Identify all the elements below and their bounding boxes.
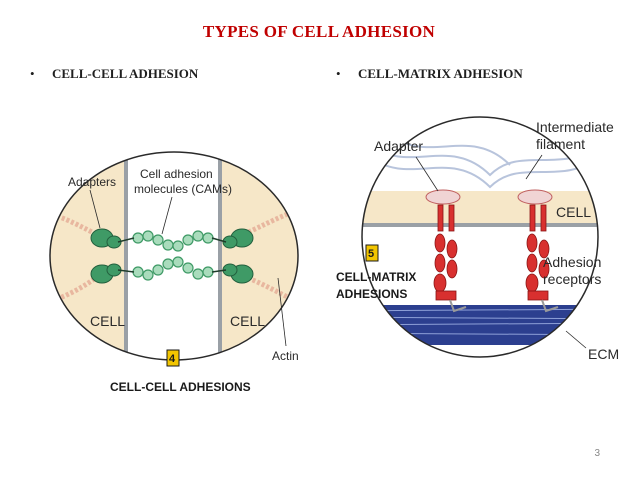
label-cams-line1: Cell adhesion [140,167,213,181]
badge-5-number: 5 [368,248,374,260]
cell-cell-circle [50,152,298,360]
cell-cytoplasm [362,191,598,225]
caption-cell-matrix-line2: ADHESIONS [336,287,407,301]
ecm-ligands [449,299,559,313]
bullet-dot: • [336,66,341,81]
label-cell-left: CELL [90,313,125,329]
badge-4-number: 4 [169,353,176,365]
label-cell: CELL [556,204,591,220]
bullet-cell-cell-text: CELL-CELL ADHESION [52,66,199,81]
adapter-left [425,189,461,205]
badge-4 [166,349,180,367]
label-filament-line2: filament [536,136,585,152]
bullet-cell-cell: • CELL-CELL ADHESION [30,66,198,82]
badge-5 [365,244,379,262]
slide-title: TYPES OF CELL ADHESION [202,22,436,41]
adhesion-receptors [433,204,550,301]
label-adapters: Adapters [68,175,116,189]
adapter-proteins [90,228,254,284]
label-adapter: Adapter [374,138,423,154]
cell-cell-adhesion-figure: Adapters Cell adhesion molecules (CAMs) … [49,151,299,394]
label-receptors-line2: receptors [543,271,601,287]
cell-matrix-circle-outline [361,116,599,358]
label-cell-right: CELL [230,313,265,329]
label-cams-line2: molecules (CAMs) [134,182,232,196]
label-ecm: ECM [588,346,619,362]
transmembrane-links [117,237,227,273]
cell-matrix-circle [362,117,598,357]
cell-membrane [362,223,598,227]
page-number: 3 [594,448,600,459]
ecm-layer [362,305,598,345]
bullet-dot: • [30,66,35,81]
caption-cell-cell: CELL-CELL ADHESIONS [110,380,251,394]
bullet-cell-matrix-text: CELL-MATRIX ADHESION [358,66,523,81]
adapter-right [517,189,553,205]
right-membrane [218,152,222,360]
cell-matrix-adhesion-figure: Adapter Intermediate filament CELL Adhes… [336,116,619,362]
label-filament-line1: Intermediate [536,119,614,135]
cam-molecules [132,230,214,281]
bullet-cell-matrix: • CELL-MATRIX ADHESION [336,66,523,82]
caption-cell-matrix-line1: CELL-MATRIX [336,270,416,284]
left-membrane [124,152,128,360]
label-actin: Actin [272,349,299,363]
label-receptors-line1: Adhesion [543,254,601,270]
